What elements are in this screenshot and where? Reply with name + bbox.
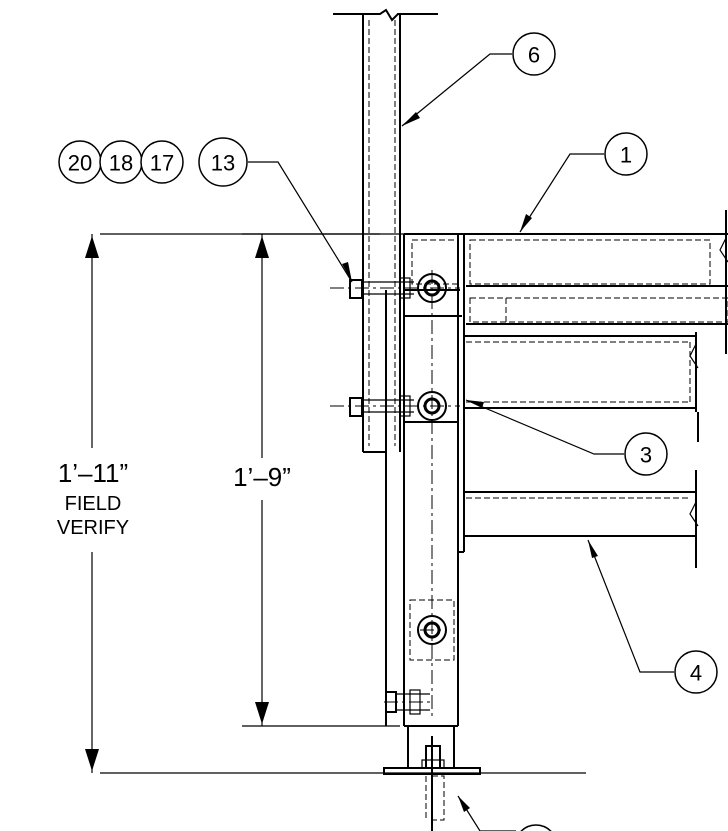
side-beam-4 (464, 470, 699, 568)
bolt-upper (330, 273, 460, 303)
callout-4: 4 (674, 650, 718, 694)
callout-group-fasteners: 20 18 17 13 (58, 137, 248, 187)
callout-13-label: 13 (211, 151, 235, 176)
callout-3: 3 (624, 432, 668, 476)
top-beam (100, 210, 728, 354)
outer-dimension-value: 1’–11” (58, 458, 128, 488)
inner-dimension-value: 1’–9” (233, 462, 291, 492)
callout-18-label: 18 (109, 151, 133, 176)
base-plate (100, 736, 586, 831)
callout-partial-bottom (520, 824, 552, 831)
bolt-middle (330, 391, 460, 421)
dimension-inner (214, 233, 400, 727)
callout-3-label: 3 (640, 443, 652, 468)
leader-lines (248, 53, 674, 831)
lower-column (385, 270, 459, 768)
dimension-outer (40, 234, 146, 773)
callout-4-label: 4 (690, 661, 702, 686)
callout-6-label: 6 (528, 43, 540, 68)
bolt-bottom-side (384, 689, 430, 715)
side-beam-3 (464, 332, 699, 442)
callout-1: 1 (604, 132, 648, 176)
callout-20-label: 20 (68, 151, 92, 176)
outer-dimension-note-field: FIELD (65, 493, 122, 515)
upper-column (333, 8, 438, 453)
callout-6: 6 (512, 32, 556, 76)
callout-17-label: 17 (150, 151, 174, 176)
callout-1-label: 1 (620, 143, 632, 168)
outer-dimension-note-verify: VERIFY (57, 517, 129, 539)
bolt-lower (417, 615, 447, 645)
